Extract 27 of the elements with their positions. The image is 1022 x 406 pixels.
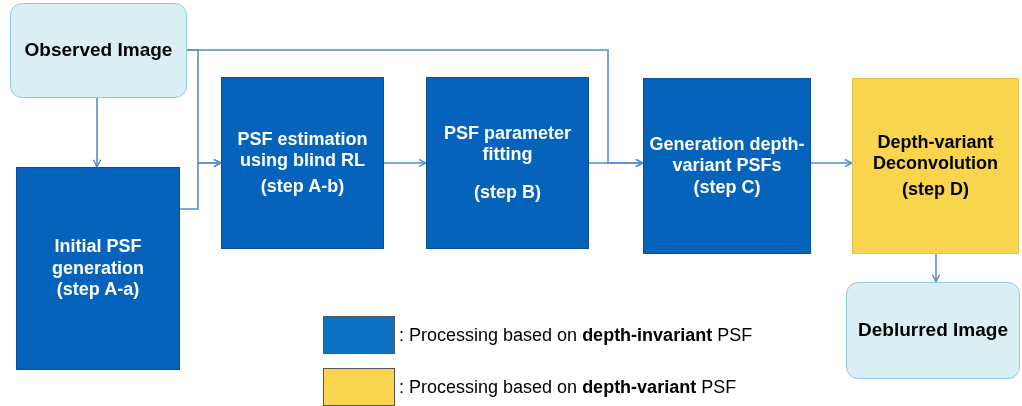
box-title: PSF parameter fitting bbox=[442, 122, 573, 166]
arrow bbox=[588, 158, 644, 168]
legend-text: : Processing based on depth-variant PSF bbox=[399, 375, 737, 399]
process-box bbox=[221, 77, 384, 249]
step-label: (step A-b) bbox=[260, 175, 345, 198]
arrow bbox=[810, 158, 853, 168]
process-box bbox=[643, 78, 811, 254]
box-title: Deblurred Image bbox=[858, 319, 1008, 342]
box-title: Observed Image bbox=[24, 39, 173, 62]
process-box bbox=[16, 167, 180, 370]
arrow bbox=[179, 158, 222, 210]
arrow bbox=[931, 253, 941, 283]
step-label: (step A-a) bbox=[56, 279, 140, 301]
step-label: (step C) bbox=[693, 176, 761, 199]
arrow bbox=[383, 158, 427, 168]
process-box bbox=[846, 282, 1020, 379]
process-box bbox=[426, 77, 589, 249]
legend-text: : Processing based on depth-invariant PSF bbox=[399, 323, 753, 347]
process-box bbox=[10, 3, 187, 98]
box-title: Generation depth-variant PSFs bbox=[648, 133, 806, 177]
box-title: PSF estimation using blind RL bbox=[236, 128, 369, 172]
box-title: Initial PSF generation bbox=[51, 236, 145, 280]
arrow bbox=[92, 97, 102, 168]
step-label: (step D) bbox=[902, 178, 969, 201]
process-box bbox=[852, 78, 1019, 254]
box-title: Depth-variant Deconvolution bbox=[872, 131, 999, 175]
step-label: (step B) bbox=[474, 181, 541, 204]
